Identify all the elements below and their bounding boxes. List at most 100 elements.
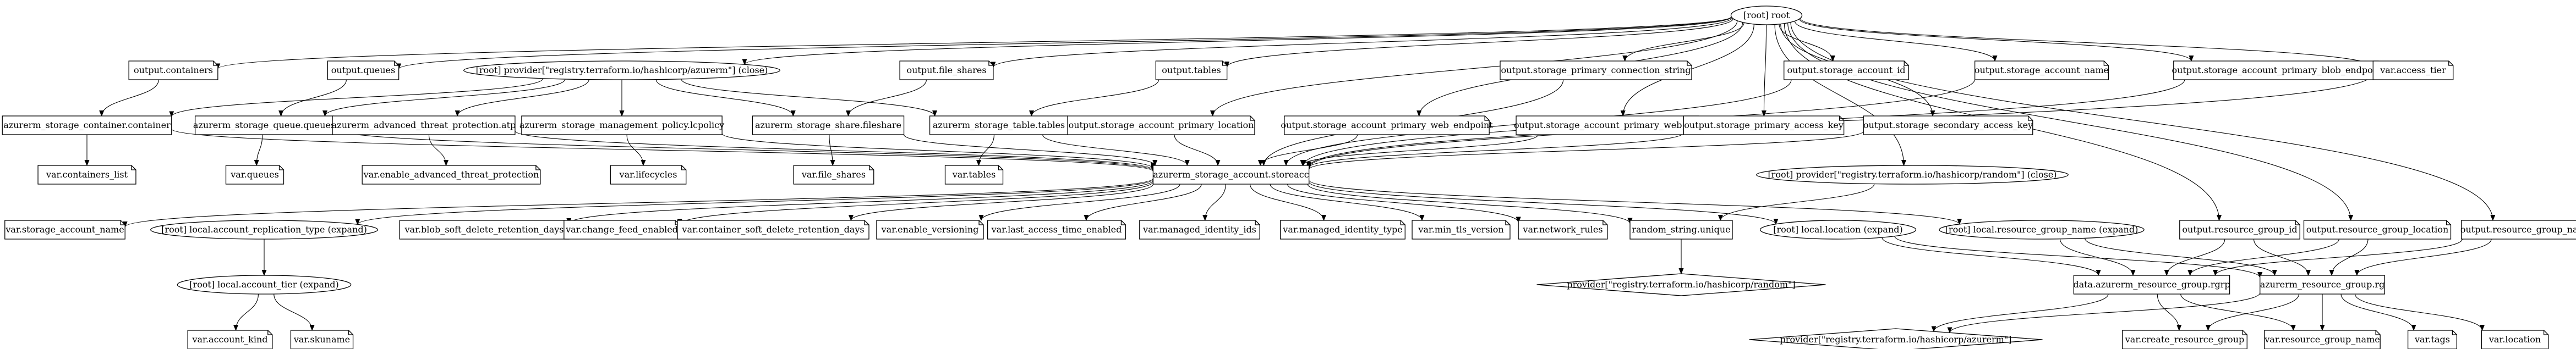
node-prov-random-close: [root] provider["registry.terraform.io/h… xyxy=(1756,165,2069,185)
edge-rg-to-prov_azurerm xyxy=(1950,292,2261,333)
node-shape xyxy=(1067,115,1255,135)
node-var-change-feed: var.change_feed_enabled xyxy=(564,220,680,240)
node-label: var.managed_identity_ids xyxy=(1142,224,1256,235)
node-label: var.container_soft_delete_retention_days xyxy=(681,224,864,235)
node-label: output.storage_account_primary_blob_endp… xyxy=(2172,65,2385,75)
node-var-versioning: var.enable_versioning xyxy=(876,220,984,240)
edge-prov_azurerm_close-to-tables xyxy=(681,79,935,117)
node-shape xyxy=(2372,60,2454,80)
node-out-primary-location: output.storage_account_primary_location xyxy=(1067,115,1255,135)
edge-prov_azurerm_close-to-fileshare xyxy=(655,79,793,117)
node-label: data.azurerm_resource_group.rgrp xyxy=(2073,279,2230,290)
node-label: [root] local.location (expand) xyxy=(1773,224,1903,235)
node-label: var.managed_identity_type xyxy=(1282,224,1402,235)
node-shape xyxy=(2407,330,2458,349)
node-var-last-access: var.last_access_time_enabled xyxy=(987,220,1126,240)
edge-storeacc-to-random_unique xyxy=(1307,184,1630,224)
node-out-tables: output.tables xyxy=(1155,60,1228,80)
edge-root-to-out_blob_endpoint xyxy=(1799,19,2191,62)
node-var-queues: var.queues xyxy=(225,165,285,185)
node-shape xyxy=(2264,330,2381,349)
node-shape xyxy=(1759,220,1917,240)
edge-rg-to-var_tags xyxy=(2340,293,2414,331)
node-shape xyxy=(225,165,285,185)
edge-lcpolicy-to-storeacc xyxy=(721,133,1153,169)
edge-lcpolicy-to-var_lifecycles xyxy=(626,134,643,165)
edge-root-to-var_access_tier xyxy=(1800,18,2373,67)
edge-storeacc-to-var_managed_ids xyxy=(1205,184,1226,220)
edge-out_queues-to-queues xyxy=(281,79,347,117)
edge-account_tier-to-var_skuname xyxy=(274,293,312,330)
edge-prov_azurerm_close-to-atp xyxy=(457,79,589,117)
edge-storeacc-to-var_container_soft xyxy=(851,184,1154,221)
node-out-primary-key: output.storage_primary_access_key xyxy=(1683,115,1845,135)
node-label: var.resource_group_name xyxy=(2264,334,2380,345)
node-label: var.file_shares xyxy=(801,169,866,180)
node-label: output.storage_primary_access_key xyxy=(1684,120,1844,130)
node-label: [root] local.account_tier (expand) xyxy=(189,279,339,290)
node-label: provider["registry.terraform.io/hashicor… xyxy=(1567,279,1795,290)
node-shape xyxy=(899,60,994,80)
node-label: output.tables xyxy=(1162,65,1221,75)
node-shape xyxy=(2481,330,2549,349)
node-shape xyxy=(1500,60,1692,80)
node-prov-azurerm-close: [root] provider["registry.terraform.io/h… xyxy=(463,60,780,80)
node-root: [root] root xyxy=(1730,5,1803,25)
edge-out_rg_location-to-data_rgrp xyxy=(2190,239,2339,276)
edge-rg-to-var_location xyxy=(2354,293,2482,331)
edge-data_rgrp-to-var_rg_name xyxy=(2180,293,2294,331)
node-shape xyxy=(1749,328,2043,349)
edge-root-to-prov_random_close xyxy=(1774,24,1904,165)
node-label: var.access_tier xyxy=(2380,65,2446,75)
edge-container-to-storeacc xyxy=(171,129,1153,172)
node-container: azurerm_storage_container.container xyxy=(2,115,172,135)
node-repl-type: [root] local.account_replication_type (e… xyxy=(150,220,378,240)
node-shape xyxy=(987,220,1126,240)
node-var-containers-list: var.containers_list xyxy=(37,165,136,185)
node-out-web-endpoint: output.storage_account_primary_web_endpo… xyxy=(1281,115,1493,135)
edge-storeacc-to-var_blob_soft xyxy=(569,180,1153,224)
node-shape xyxy=(194,115,334,135)
node-label: var.blob_soft_delete_retention_days xyxy=(404,224,564,235)
node-label: var.enable_advanced_threat_protection xyxy=(363,169,539,180)
node-shape xyxy=(1629,220,1733,240)
node-label: var.tags xyxy=(2414,334,2450,345)
node-shape xyxy=(2461,220,2576,240)
node-shape xyxy=(2122,330,2247,349)
node-label: provider["registry.terraform.io/hashicor… xyxy=(1780,334,2012,345)
edge-root-to-out_primary_location xyxy=(1213,20,1738,116)
node-label: [root] root xyxy=(1743,10,1790,20)
edge-root-to-out_file_shares xyxy=(993,17,1732,68)
node-shape xyxy=(610,165,687,185)
edge-out_tables-to-tables xyxy=(1032,79,1160,117)
node-lcpolicy: azurerm_storage_management_policy.lcpoli… xyxy=(519,115,724,135)
node-var-network-rules: var.network_rules xyxy=(1518,220,1608,240)
node-label: output.storage_secondary_access_key xyxy=(1863,120,2033,130)
node-shape xyxy=(1756,165,2069,185)
node-out-rg-id: output.resource_group_id xyxy=(2179,220,2300,240)
node-var-skuname: var.skuname xyxy=(290,330,354,349)
edge-storeacc-to-local_rg_name xyxy=(1309,180,1960,225)
node-out-containers: output.containers xyxy=(128,60,218,80)
edge-storeacc-to-repl_type xyxy=(358,179,1153,225)
node-label: [root] provider["registry.terraform.io/h… xyxy=(476,65,768,75)
node-shape xyxy=(327,60,400,80)
node-shape xyxy=(150,220,378,240)
node-label: output.file_shares xyxy=(906,65,986,75)
node-shape xyxy=(4,220,125,240)
node-random-unique: random_string.unique xyxy=(1629,220,1733,240)
edge-tables-to-var_tables xyxy=(979,134,995,165)
edge-atp-to-storeacc xyxy=(515,130,1153,170)
node-prov-random: provider["registry.terraform.io/hashicor… xyxy=(1536,273,1826,296)
node-var-account-kind: var.account_kind xyxy=(187,330,273,349)
node-shape xyxy=(2260,275,2385,295)
node-var-rg-name: var.resource_group_name xyxy=(2264,330,2381,349)
node-shape xyxy=(2179,220,2300,240)
edge-local_rg_name-to-rg xyxy=(2085,238,2275,276)
node-out-account-id: output.storage_account_id xyxy=(1784,60,1909,80)
node-shape xyxy=(463,60,780,80)
node-label: output.storage_account_id xyxy=(1787,65,1905,75)
edge-out_rg_id-to-data_rgrp xyxy=(2167,239,2225,276)
node-shape xyxy=(2073,275,2230,295)
edge-account_tier-to-var_account_kind xyxy=(236,293,259,330)
